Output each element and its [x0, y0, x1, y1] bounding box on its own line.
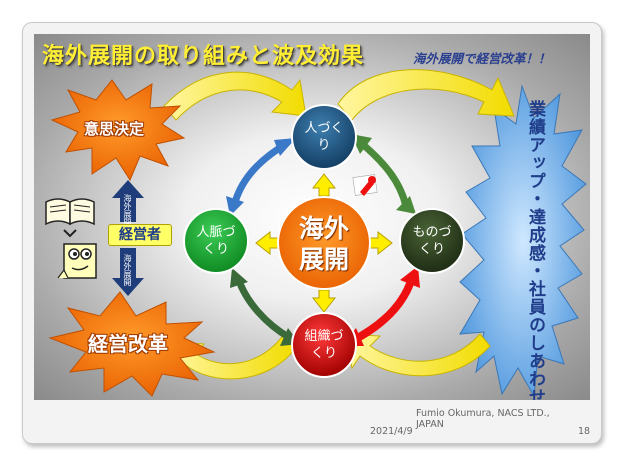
pin-icon [352, 174, 378, 196]
arrow-decision-to-people [163, 71, 307, 121]
arrowhead [274, 138, 296, 156]
center-circle [277, 196, 371, 290]
page-title: 海外展開の取り組みと波及効果 [42, 44, 365, 69]
reform-label: 経営改革 [88, 332, 168, 356]
reform-burst [48, 291, 216, 397]
arrow-outcome-to-organization [345, 333, 491, 377]
arrow-center-up [311, 173, 337, 197]
arrowhead [226, 196, 244, 216]
node-organization-circle [291, 312, 357, 378]
node-people-circle [291, 104, 357, 170]
manager-label: 経営者 [108, 224, 172, 246]
node-organization-label: 組織づくり [304, 329, 344, 361]
arrowhead [396, 196, 416, 214]
footer-author: Fumio Okumura, NACS LTD., JAPAN [416, 408, 550, 430]
outcome-label: 業績アップ・達成感・社員のしあわせ [525, 100, 545, 400]
node-things-circle [399, 208, 465, 274]
node-people-label: 人づくり [304, 121, 344, 153]
arrow-people-to-outcome [337, 69, 515, 121]
page-number: 18 [578, 426, 591, 437]
arrow-network-organization [234, 276, 292, 342]
vertical-label-bottom: 海外展開 [123, 254, 132, 286]
reader-person-icon [57, 243, 97, 279]
arrow-down-to-reform [112, 248, 144, 296]
arrow-network-people [230, 140, 288, 207]
node-network-circle [183, 208, 249, 274]
slide-content: 海外展開の取り組みと波及効果 海外展開で経営改革！！ 意思決定 経営改革 海外展… [34, 34, 590, 400]
decision-label: 意思決定 [84, 120, 145, 138]
node-things-label: ものづくり [412, 225, 452, 257]
footer-date: 2021/4/9 [370, 426, 413, 437]
decision-burst [50, 79, 186, 182]
book-icon [45, 198, 95, 238]
arrowhead [230, 268, 248, 288]
node-network-label: 人脈づくり [196, 225, 236, 257]
arrow-people-things [357, 139, 410, 207]
arrow-center-left [255, 230, 281, 256]
vertical-label-top: 海外展開 [123, 194, 132, 226]
slogan: 海外展開で経営改革！！ [413, 51, 551, 66]
center-label: 海外展開 [298, 214, 349, 274]
arrow-things-organization [352, 276, 416, 344]
arrowhead [400, 266, 420, 288]
diagram-graphic [45, 69, 587, 398]
arrow-center-down [311, 289, 337, 313]
outcome-burst [459, 84, 587, 398]
arrow-center-right [367, 230, 393, 256]
arrow-up-to-decision [112, 180, 144, 222]
